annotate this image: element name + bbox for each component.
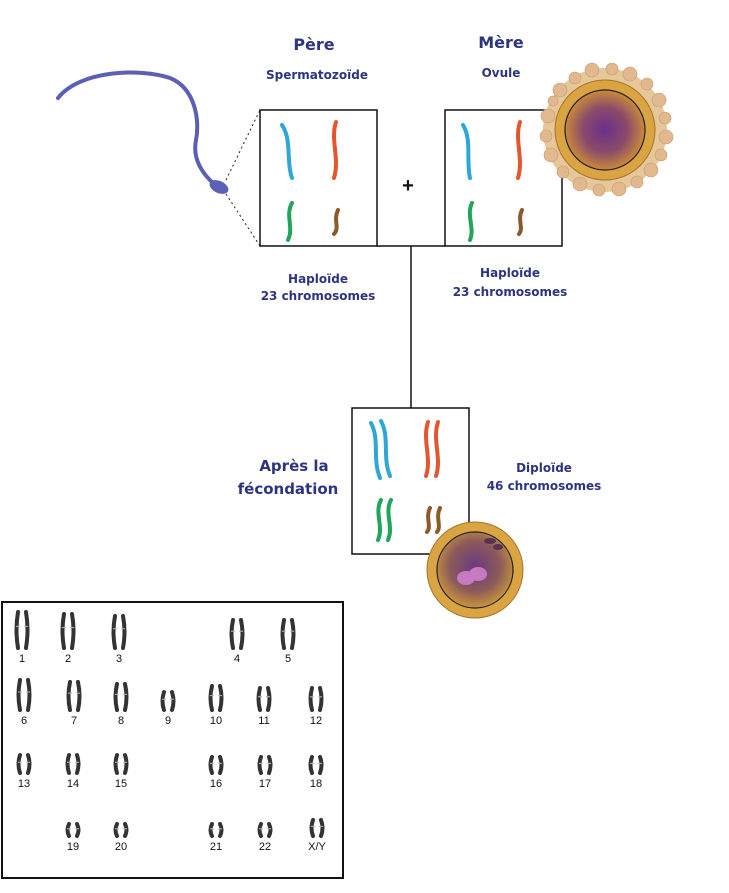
plus-sign: + <box>402 175 414 197</box>
karyotype-label: 14 <box>67 778 79 790</box>
mother-cell-label: Ovule <box>482 66 521 80</box>
fertilization-label-line1: Après la <box>259 457 328 475</box>
karyotype-chromosome-pair <box>111 614 127 650</box>
karyotype-label: 4 <box>234 653 240 665</box>
mother-chromosome-count: 23 chromosomes <box>453 285 568 299</box>
zygote-illustration <box>426 521 524 619</box>
father-chromosome-box <box>259 109 378 247</box>
karyotype-label: 15 <box>115 778 127 790</box>
karyotype-chromosomes <box>14 610 325 838</box>
karyotype-chromosome-pair <box>229 618 245 650</box>
labels: Père Spermatozoïde Mère Ovule Haploïde 2… <box>238 33 602 498</box>
karyotype-chromosome-pair <box>208 822 224 838</box>
karyotype-chromosome-pair <box>160 690 176 712</box>
father-chromosome-count: 23 chromosomes <box>261 289 376 303</box>
karyotype-chromosome-pair <box>113 822 129 838</box>
mother-ploidy: Haploïde <box>480 266 540 280</box>
karyotype-chromosome-pair <box>208 755 224 775</box>
chromosome-green <box>286 201 294 242</box>
karyotype-label: 16 <box>210 778 222 790</box>
karyotype-label: 22 <box>259 841 271 853</box>
karyotype-chromosome-pair <box>280 618 296 650</box>
karyotype-chromosome-pair <box>14 610 30 650</box>
karyotype-label: 2 <box>65 653 71 665</box>
karyotype-chromosome-pair <box>256 686 272 712</box>
karyotype-label: X/Y <box>308 841 326 853</box>
sperm-illustration <box>56 70 261 247</box>
karyotype-label: 21 <box>210 841 222 853</box>
karyotype-chromosome-pair <box>257 755 273 775</box>
zygote-ploidy: Diploïde <box>516 461 572 475</box>
father-ploidy: Haploïde <box>288 272 348 286</box>
karyotype-chromosome-pair <box>16 678 32 712</box>
egg-illustration <box>539 62 674 197</box>
karyotype-chromosome-pair <box>65 822 81 838</box>
karyotype-label: 8 <box>118 715 124 727</box>
karyotype-label: 13 <box>18 778 30 790</box>
zygote-chromosome-count: 46 chromosomes <box>487 479 602 493</box>
karyotype-label: 5 <box>285 653 291 665</box>
karyotype-label: 3 <box>116 653 122 665</box>
fertilization-label-line2: fécondation <box>238 480 339 498</box>
karyotype-label: 1 <box>19 653 25 665</box>
father-cell-label: Spermatozoïde <box>266 68 368 82</box>
karyotype-label: 17 <box>259 778 271 790</box>
karyotype-label: 18 <box>310 778 322 790</box>
mother-title: Mère <box>478 33 524 52</box>
karyotype-label: 6 <box>21 715 27 727</box>
karyotype-chromosome-pair <box>113 682 129 712</box>
chromosome-orange <box>332 120 338 180</box>
karyotype-chromosome-pair <box>60 612 76 650</box>
karyotype-label: 10 <box>210 715 222 727</box>
karyotype-label: 19 <box>67 841 79 853</box>
karyotype-chromosome-pair <box>309 818 325 838</box>
karyotype-chromosome-pair <box>257 822 273 838</box>
father-title: Père <box>293 35 334 54</box>
karyotype-chromosome-pair <box>308 755 324 775</box>
karyotype-chromosome-pair <box>308 686 324 712</box>
chromosome-brown <box>332 208 340 236</box>
karyotype-label: 12 <box>310 715 322 727</box>
karyotype-label: 11 <box>258 715 269 727</box>
karyotype-chromosome-pair <box>66 680 82 712</box>
karyotype-label: 7 <box>71 715 77 727</box>
karyotype-chromosome-pair <box>208 684 224 712</box>
connector-lines <box>377 245 445 408</box>
chromosome-blue <box>280 123 294 180</box>
karyotype-chromosome-pair <box>16 753 32 775</box>
karyotype-label: 9 <box>165 715 171 727</box>
karyotype-chromosome-pair <box>113 753 129 775</box>
karyotype-chromosome-pair <box>65 753 81 775</box>
karyotype-label: 20 <box>115 841 127 853</box>
